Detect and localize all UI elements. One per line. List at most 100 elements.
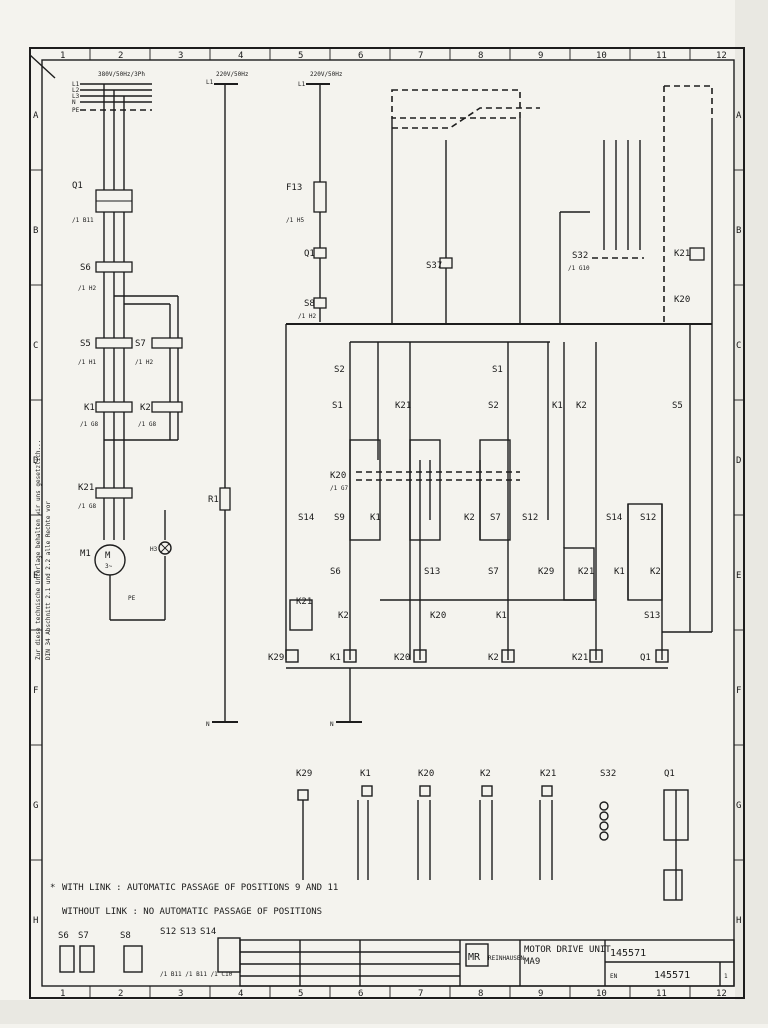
drawing-title: MOTOR DRIVE UNIT [524,945,611,955]
resistor-r1 [219,487,231,511]
outer-frame [29,47,745,999]
legend-s14: S14 [200,927,216,937]
sheet-number: 1 [724,973,728,980]
col-10-top: 10 [596,51,607,61]
fuse-f13 [313,181,327,213]
note-line-2: WITHOUT LINK : NO AUTOMATIC PASSAGE OF P… [62,907,322,917]
row-h-right: H [736,916,741,926]
coil-q1: Q1 [640,653,651,663]
row-e-right: E [736,571,741,581]
s5-ref: /1 H1 [78,359,96,366]
k20-ctrl-label: K20 [330,471,346,481]
s6-contact [95,261,133,273]
doc-number-2: 145571 [654,970,690,981]
s5-contact [95,337,133,349]
k21-aux-contact [689,247,705,261]
k20-ctrl-ref: /1 G7 [330,485,348,492]
col-9-bottom: 9 [538,989,543,999]
col-7-top: 7 [418,51,423,61]
s6-label: S6 [80,263,91,273]
s14-ctrl-label: S14 [606,513,622,523]
s12-ctrl-label: S12 [522,513,538,523]
legend-s8: S8 [120,931,131,941]
row-g-right: G [736,801,741,811]
col-11-bottom: 11 [656,989,667,999]
k1-ctrl-label: K1 [552,401,563,411]
col-2-top: 2 [118,51,123,61]
k21-ctrl-label: K21 [395,401,411,411]
n-right: N [330,721,334,728]
k1-contact [95,401,133,413]
line-pe: PE [72,107,80,114]
row-f-left: F [33,686,38,696]
company-logo-box [465,943,489,967]
row-g-left: G [33,801,38,811]
k1-ctrl2-label: K1 [370,513,381,523]
table-h-k29: K29 [296,769,312,779]
row-h-left: H [33,916,38,926]
s32-ref: /1 G10 [568,265,590,272]
m1-label: M1 [80,549,91,559]
s5-ctrl-label: S5 [672,401,683,411]
row-a-right: A [736,111,742,121]
s13-ctrl-label: S13 [644,611,660,621]
col-10-bottom: 10 [596,989,607,999]
q1-ref: /1 B11 [72,217,94,224]
s8-ref: /1 H2 [298,313,316,320]
drawing-subtitle: MA9 [524,957,540,967]
k29-ctrl-label: K29 [538,567,554,577]
k2-ctrl2-label: K2 [464,513,475,523]
k20-ctrl2-label: K20 [430,611,446,621]
col-5-top: 5 [298,51,303,61]
legend-s13: S13 [180,927,196,937]
f13-ref: /1 H5 [286,217,304,224]
legend-s7: S7 [78,931,89,941]
k21-contact [95,487,133,499]
col-8-bottom: 8 [478,989,483,999]
row-e-left: E [33,571,38,581]
row-d-right: D [736,456,741,466]
k2-power-ref: /1 G8 [138,421,156,428]
k2-ctrl-label: K2 [576,401,587,411]
col-8-top: 8 [478,51,483,61]
k21-aux-label: K21 [674,249,690,259]
h3-label: H3 [150,546,158,553]
s8-label: S8 [304,299,315,309]
side-note: Zur diese technische Unterlage behalten … [35,440,42,660]
ctrl-supply-left: 220V/50Hz [216,71,249,78]
k21-power-ref: /1 G8 [78,503,96,510]
col-11-top: 11 [656,51,667,61]
s37-label: S37 [426,261,442,271]
k21-left-label: K21 [296,597,312,607]
l1-left: L1 [206,79,214,86]
col-6-bottom: 6 [358,989,363,999]
note-line-1: WITH LINK : AUTOMATIC PASSAGE OF POSITIO… [62,883,338,893]
coil-k20: K20 [394,653,410,663]
heater-h3 [158,541,172,555]
row-a-left: A [33,111,39,121]
q1-aux-label: Q1 [304,249,315,259]
table-h-s32: S32 [600,769,616,779]
doc-lang: EN [610,973,618,980]
line-l2: L2 [72,87,80,94]
line-l3: L3 [72,93,80,100]
f13-label: F13 [286,183,302,193]
note-mark: * [50,883,55,893]
s9-label: S9 [334,513,345,523]
k2-contact [151,401,183,413]
col-9-top: 9 [538,51,543,61]
ctrl-supply-right: 220V/50Hz [310,71,343,78]
svg-text:M: M [105,551,111,561]
table-h-q1: Q1 [664,769,675,779]
company-logo: MR [468,952,481,963]
s5-label: S5 [80,339,91,349]
s13-label: S13 [424,567,440,577]
table-h-k20: K20 [418,769,434,779]
r1-label: R1 [208,495,219,505]
k2-ctrl4-label: K2 [338,611,349,621]
row-b-right: B [736,226,741,236]
k21-left-box [289,599,313,631]
s7-ref: /1 H2 [135,359,153,366]
k21-power-label: K21 [78,483,94,493]
coil-k1: K1 [330,653,341,663]
